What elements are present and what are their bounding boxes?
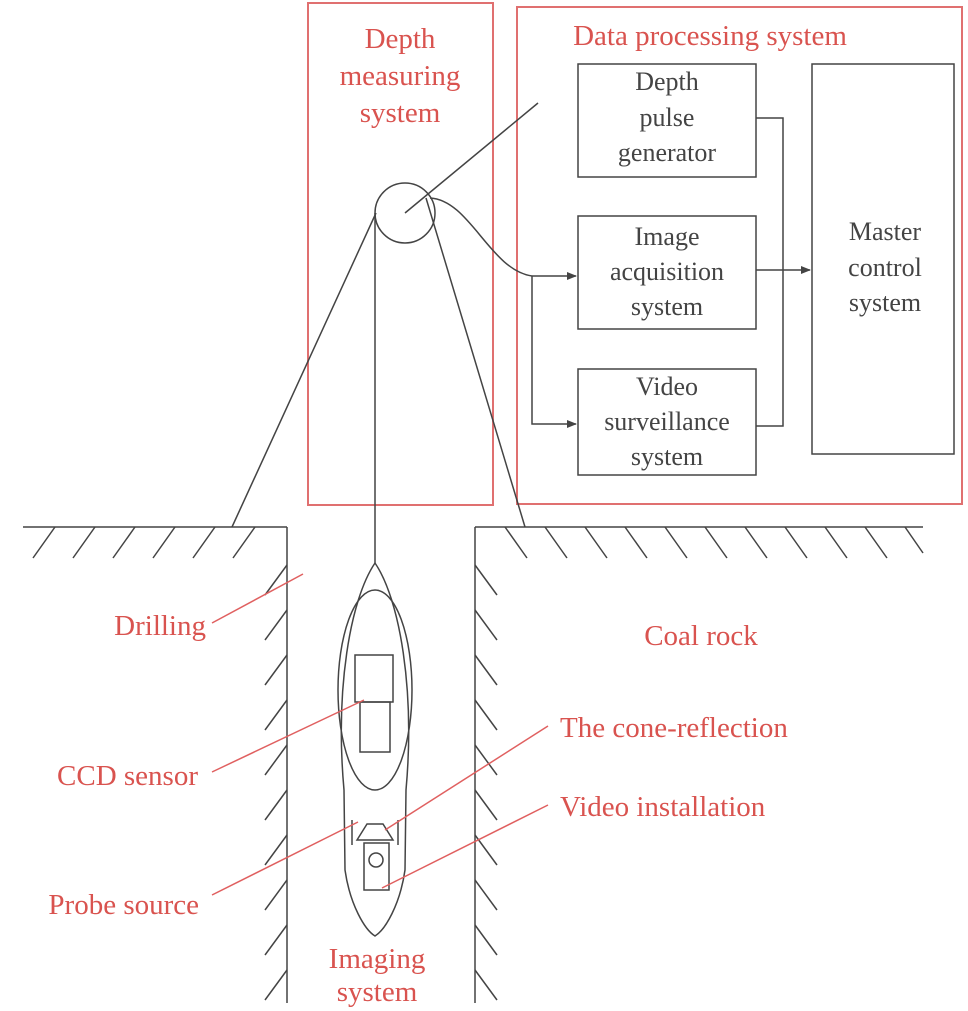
- ccd-sensor-upper: [354, 654, 394, 703]
- ccd-sensor-label: CCD sensor: [57, 760, 198, 792]
- support-line-left: [231, 212, 377, 528]
- video-surveillance-line2: surveillance: [604, 407, 730, 436]
- video-surveillance-line3: system: [631, 442, 703, 471]
- depth-measuring-title-line3: system: [360, 97, 441, 129]
- image-acquisition-line3: system: [631, 292, 703, 321]
- master-control-box: [811, 63, 955, 455]
- depth-pulse-line2: pulse: [640, 103, 695, 132]
- video-device: [363, 842, 390, 891]
- probe-source-label: Probe source: [48, 889, 199, 921]
- probe-body: [340, 561, 410, 937]
- probe-source-leader: [211, 821, 359, 896]
- master-control-line3: system: [849, 288, 921, 317]
- video-surveillance-box: [577, 368, 757, 476]
- ground-hatching: [32, 526, 924, 559]
- drilling-label: Drilling: [114, 610, 206, 642]
- video-installation-leader: [381, 804, 549, 889]
- image-acquisition-line1: Image: [635, 222, 700, 251]
- data-processing-region: [516, 6, 963, 505]
- image-acquisition-box: [577, 215, 757, 330]
- depth-measuring-title-line1: Depth: [365, 23, 436, 55]
- depth-pulse-line3: generator: [618, 138, 717, 167]
- depth-pulse-connector: [756, 117, 784, 427]
- coal-rock-label: Coal rock: [644, 620, 758, 652]
- depth-pulse-generator-box: [577, 63, 757, 178]
- to-video-surveillance-arrow: [531, 276, 577, 428]
- depth-pulse-line1: Depth: [635, 67, 699, 96]
- depth-measuring-region: [307, 2, 494, 506]
- video-lens: [368, 852, 384, 868]
- probe-inner-casing: [337, 589, 413, 791]
- ccd-sensor-leader: [211, 699, 365, 773]
- depth-measuring-title-line2: measuring: [340, 60, 461, 92]
- cone-reflection-leader: [384, 725, 549, 831]
- data-processing-title: Data processing system: [573, 20, 847, 52]
- master-control-line1: Master: [849, 217, 922, 246]
- cone-reflector: [355, 823, 395, 841]
- image-acquisition-line2: acquisition: [610, 257, 724, 286]
- imaging-system-label-line1: Imaging: [329, 943, 426, 975]
- master-control-line2: control: [848, 253, 922, 282]
- video-surveillance-line1: Video: [636, 372, 698, 401]
- cone-reflection-label: The cone-reflection: [560, 712, 788, 744]
- drilling-leader: [211, 573, 304, 624]
- imaging-system-label-line2: system: [337, 976, 418, 1008]
- video-installation-label: Video installation: [560, 791, 766, 823]
- signal-cable: [429, 197, 533, 277]
- support-line-right: [425, 197, 526, 528]
- wall-hatching: [264, 564, 498, 1001]
- ccd-sensor-lower: [359, 701, 391, 753]
- pulley-arm: [404, 102, 539, 214]
